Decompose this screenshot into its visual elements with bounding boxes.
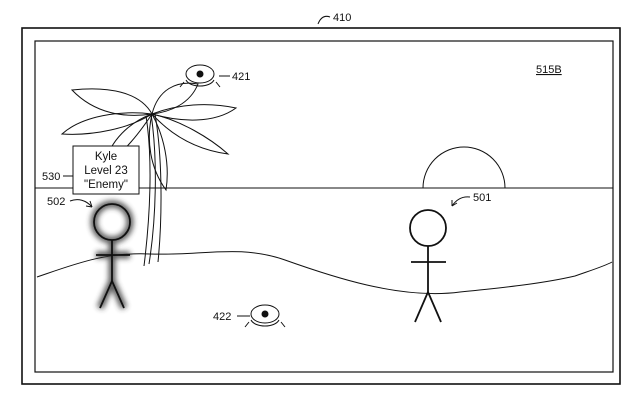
device-frame bbox=[21, 27, 621, 385]
label-515b: 515B bbox=[536, 64, 562, 76]
eye-pupil bbox=[261, 310, 269, 318]
leader-502 bbox=[69, 199, 93, 208]
player-figure-501[interactable] bbox=[409, 209, 447, 323]
enemy-tag-level: Level 23 bbox=[84, 165, 127, 177]
label-422: 422 bbox=[213, 311, 231, 323]
enemy-figure-502[interactable] bbox=[93, 203, 131, 309]
palm-leaf bbox=[151, 113, 230, 155]
palm-trunk-inner bbox=[154, 113, 162, 263]
eye-422 bbox=[244, 304, 286, 328]
sun bbox=[422, 146, 506, 189]
palm-leaf bbox=[60, 112, 153, 135]
eye-lash bbox=[244, 321, 286, 328]
palm-trunk-left bbox=[143, 115, 151, 267]
palm-leaf bbox=[151, 82, 199, 115]
label-501: 501 bbox=[473, 192, 491, 204]
label-421: 421 bbox=[232, 71, 250, 83]
enemy-tag-box bbox=[72, 145, 140, 195]
label-410: 410 bbox=[333, 12, 351, 24]
screen-frame bbox=[34, 40, 614, 373]
palm-leaf bbox=[151, 104, 238, 121]
eye-lash bbox=[179, 81, 221, 88]
label-502: 502 bbox=[47, 196, 65, 208]
eye-lid bbox=[250, 319, 280, 327]
leader-410 bbox=[317, 15, 331, 25]
eye-421 bbox=[179, 64, 221, 88]
eye-outline bbox=[185, 64, 215, 84]
leader-502-arrow bbox=[85, 200, 93, 208]
leader-501 bbox=[451, 196, 471, 207]
palm-trunk bbox=[148, 113, 156, 265]
enemy-tag-name: Kyle bbox=[95, 151, 117, 163]
enemy-tag-status: "Enemy" bbox=[84, 179, 128, 191]
palm-leaf bbox=[148, 113, 168, 192]
eye-outline bbox=[250, 304, 280, 324]
eye-lid bbox=[185, 79, 215, 87]
label-530: 530 bbox=[42, 171, 60, 183]
eye-pupil bbox=[196, 70, 204, 78]
leader-501-arrow bbox=[451, 200, 458, 207]
palm-leaf bbox=[70, 88, 153, 116]
ground-line bbox=[36, 251, 613, 295]
